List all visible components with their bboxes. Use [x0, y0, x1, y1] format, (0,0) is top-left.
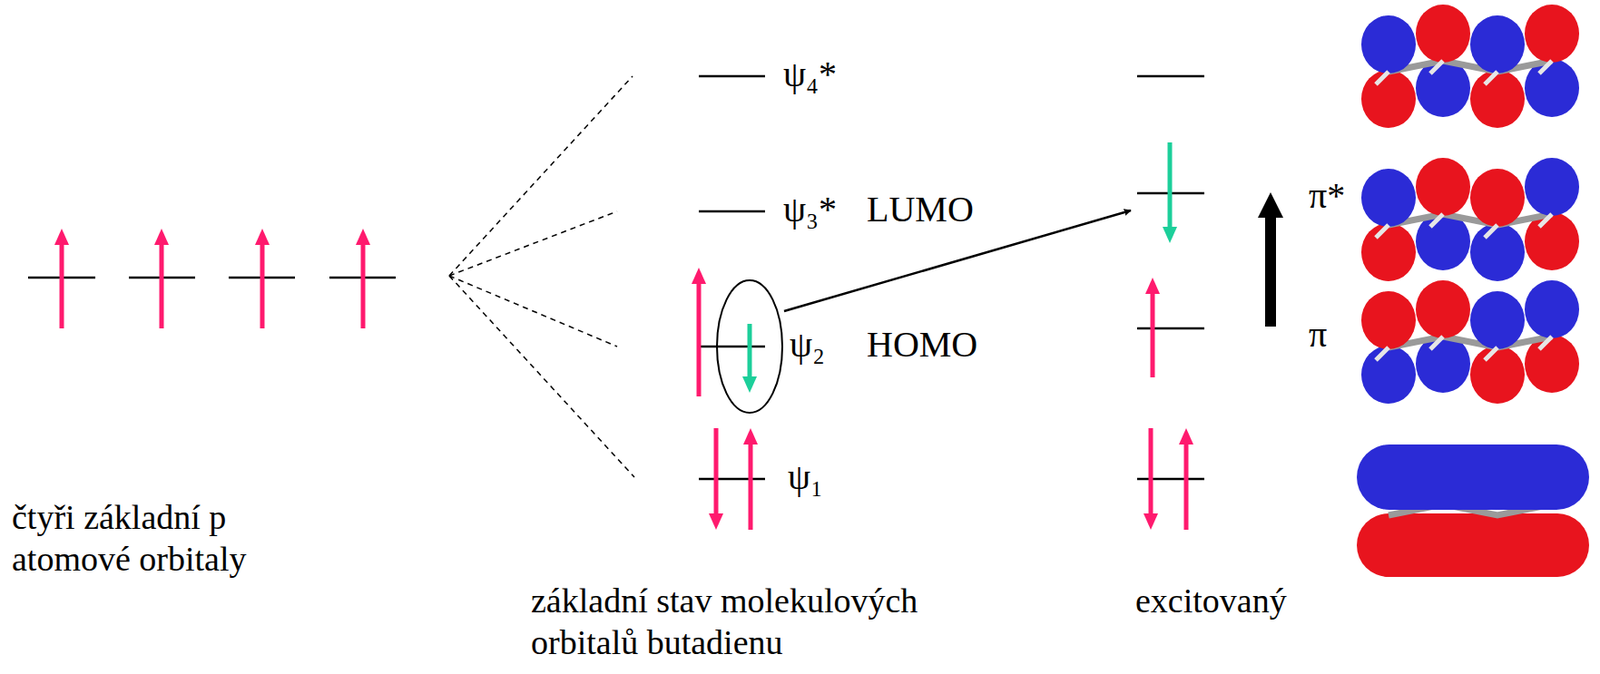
hydrogen-bond	[1539, 60, 1552, 74]
spin-head	[1162, 226, 1178, 244]
spin-arrow	[255, 228, 270, 329]
spin-shaft	[1148, 428, 1154, 518]
spin-arrow	[355, 228, 371, 329]
orbital-lobe	[1470, 69, 1525, 128]
spin-shaft	[260, 241, 266, 329]
orbital-lobe	[1524, 157, 1580, 216]
spin-shaft	[1184, 441, 1189, 531]
orbital-type-label: π	[1308, 313, 1327, 357]
energy-arrow	[1257, 192, 1284, 327]
spin-shaft	[714, 428, 719, 518]
spin-head	[54, 228, 69, 246]
spin-head	[691, 267, 707, 285]
hydrogen-bond	[1539, 214, 1552, 227]
hydrogen-bond	[1375, 225, 1389, 238]
orbital-lobe	[1415, 4, 1471, 63]
spin-head	[742, 376, 757, 393]
spin-arrow	[1143, 428, 1159, 531]
highlight-ellipse	[716, 280, 783, 413]
orbital-label: ψ₁	[787, 455, 824, 500]
ground-levels	[698, 76, 766, 480]
orbital-lobe	[1361, 291, 1416, 350]
caption-text: základní stav molekulových orbitalů buta…	[530, 580, 1021, 664]
orbital-pictures	[1356, 4, 1590, 578]
spin-head	[154, 228, 169, 246]
spin-arrow	[691, 267, 707, 397]
frontier-label: LUMO	[866, 187, 974, 232]
hydrogen-bond	[1430, 60, 1443, 74]
orbital-lobe	[1470, 291, 1525, 350]
orbital-lobe	[1470, 168, 1525, 227]
spin-arrow	[742, 323, 757, 393]
spin-arrow	[743, 428, 758, 531]
orbital-label: ψ₄*	[783, 52, 837, 97]
orbital-label: ψ₂	[789, 323, 825, 367]
orbital-lobe	[1361, 15, 1416, 74]
excited-levels	[1137, 76, 1205, 480]
atomic-levels	[28, 276, 396, 280]
hydrogen-bond	[1430, 336, 1443, 350]
spin-arrow	[1145, 277, 1160, 378]
orbital-type-label: π*	[1308, 174, 1345, 218]
orbital-lobe	[1415, 280, 1471, 339]
orbital-label: ψ₃*	[783, 187, 837, 232]
orbital-lobe	[1470, 223, 1525, 282]
electron-spins	[54, 142, 1194, 531]
caption-text: čtyři základní p atomové orbitaly	[11, 497, 312, 580]
spin-head	[1143, 513, 1159, 531]
spin-shaft	[696, 280, 702, 397]
spin-shaft	[748, 441, 754, 531]
orbital-lobe	[1470, 345, 1525, 404]
hydrogen-bond	[1539, 336, 1552, 350]
hydrogen-bond	[1484, 71, 1498, 85]
orbital-lobe	[1524, 280, 1580, 339]
frontier-label: HOMO	[866, 323, 978, 367]
spin-shaft	[1150, 290, 1156, 378]
spin-shaft	[159, 241, 165, 329]
orbital-lobe	[1470, 15, 1525, 74]
spin-shaft	[59, 241, 65, 329]
spin-arrow	[54, 228, 69, 329]
orbital-lobe	[1524, 4, 1580, 63]
spin-shaft	[1168, 142, 1173, 231]
spin-head	[355, 228, 371, 246]
spin-head	[708, 513, 724, 531]
spin-arrow	[1162, 142, 1178, 244]
hydrogen-bond	[1375, 347, 1389, 361]
hydrogen-bond	[1484, 225, 1498, 238]
orbital-lobe	[1361, 168, 1416, 227]
hydrogen-bond	[1484, 347, 1498, 361]
correlation-lines	[449, 76, 635, 478]
orbital-lobe	[1361, 69, 1416, 128]
spin-head	[1145, 277, 1160, 295]
spin-arrow	[1178, 428, 1194, 531]
spin-arrow	[154, 228, 169, 329]
spin-head	[743, 428, 758, 445]
spin-arrow	[708, 428, 724, 531]
orbital-lobe	[1356, 444, 1590, 511]
spin-head	[1178, 428, 1194, 445]
hydrogen-bond	[1430, 214, 1443, 227]
spin-shaft	[747, 323, 753, 381]
orbital-lobe	[1361, 345, 1416, 404]
orbital-lobe	[1361, 223, 1416, 282]
caption-text: excitovaný	[1135, 580, 1287, 623]
spin-shaft	[361, 241, 366, 329]
hydrogen-bond	[1375, 71, 1389, 85]
orbital-lobe	[1356, 513, 1590, 578]
orbital-lobe	[1415, 157, 1471, 216]
spin-head	[255, 228, 270, 246]
